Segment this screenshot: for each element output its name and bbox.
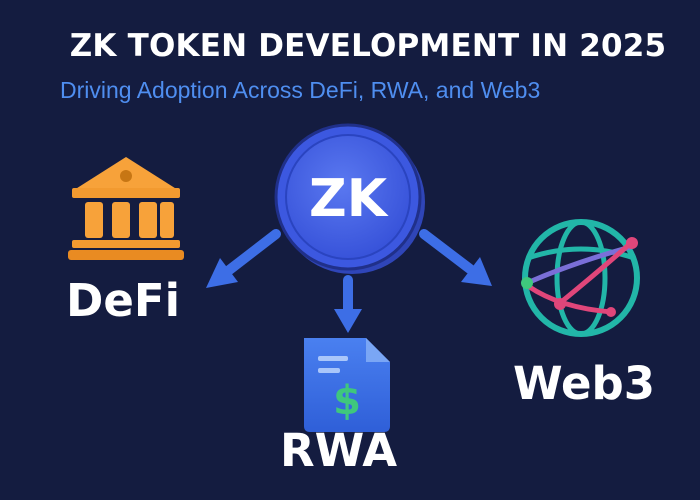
bank-icon xyxy=(68,157,184,260)
web3-label: Web3 xyxy=(513,357,656,410)
arrow-to-web3 xyxy=(419,229,492,286)
arrow-to-rwa xyxy=(334,275,362,333)
arrow-to-defi xyxy=(206,229,281,288)
rwa-label: RWA xyxy=(280,424,398,477)
defi-label: DeFi xyxy=(66,274,181,327)
globe-network-icon xyxy=(521,219,640,337)
dollar-symbol: $ xyxy=(333,378,361,424)
zk-label: ZK xyxy=(309,169,389,229)
zk-coin-icon xyxy=(274,123,425,274)
page-title: ZK TOKEN DEVELOPMENT IN 2025 xyxy=(69,28,667,64)
document-dollar-icon xyxy=(304,338,390,432)
page-subtitle: Driving Adoption Across DeFi, RWA, and W… xyxy=(60,77,541,103)
